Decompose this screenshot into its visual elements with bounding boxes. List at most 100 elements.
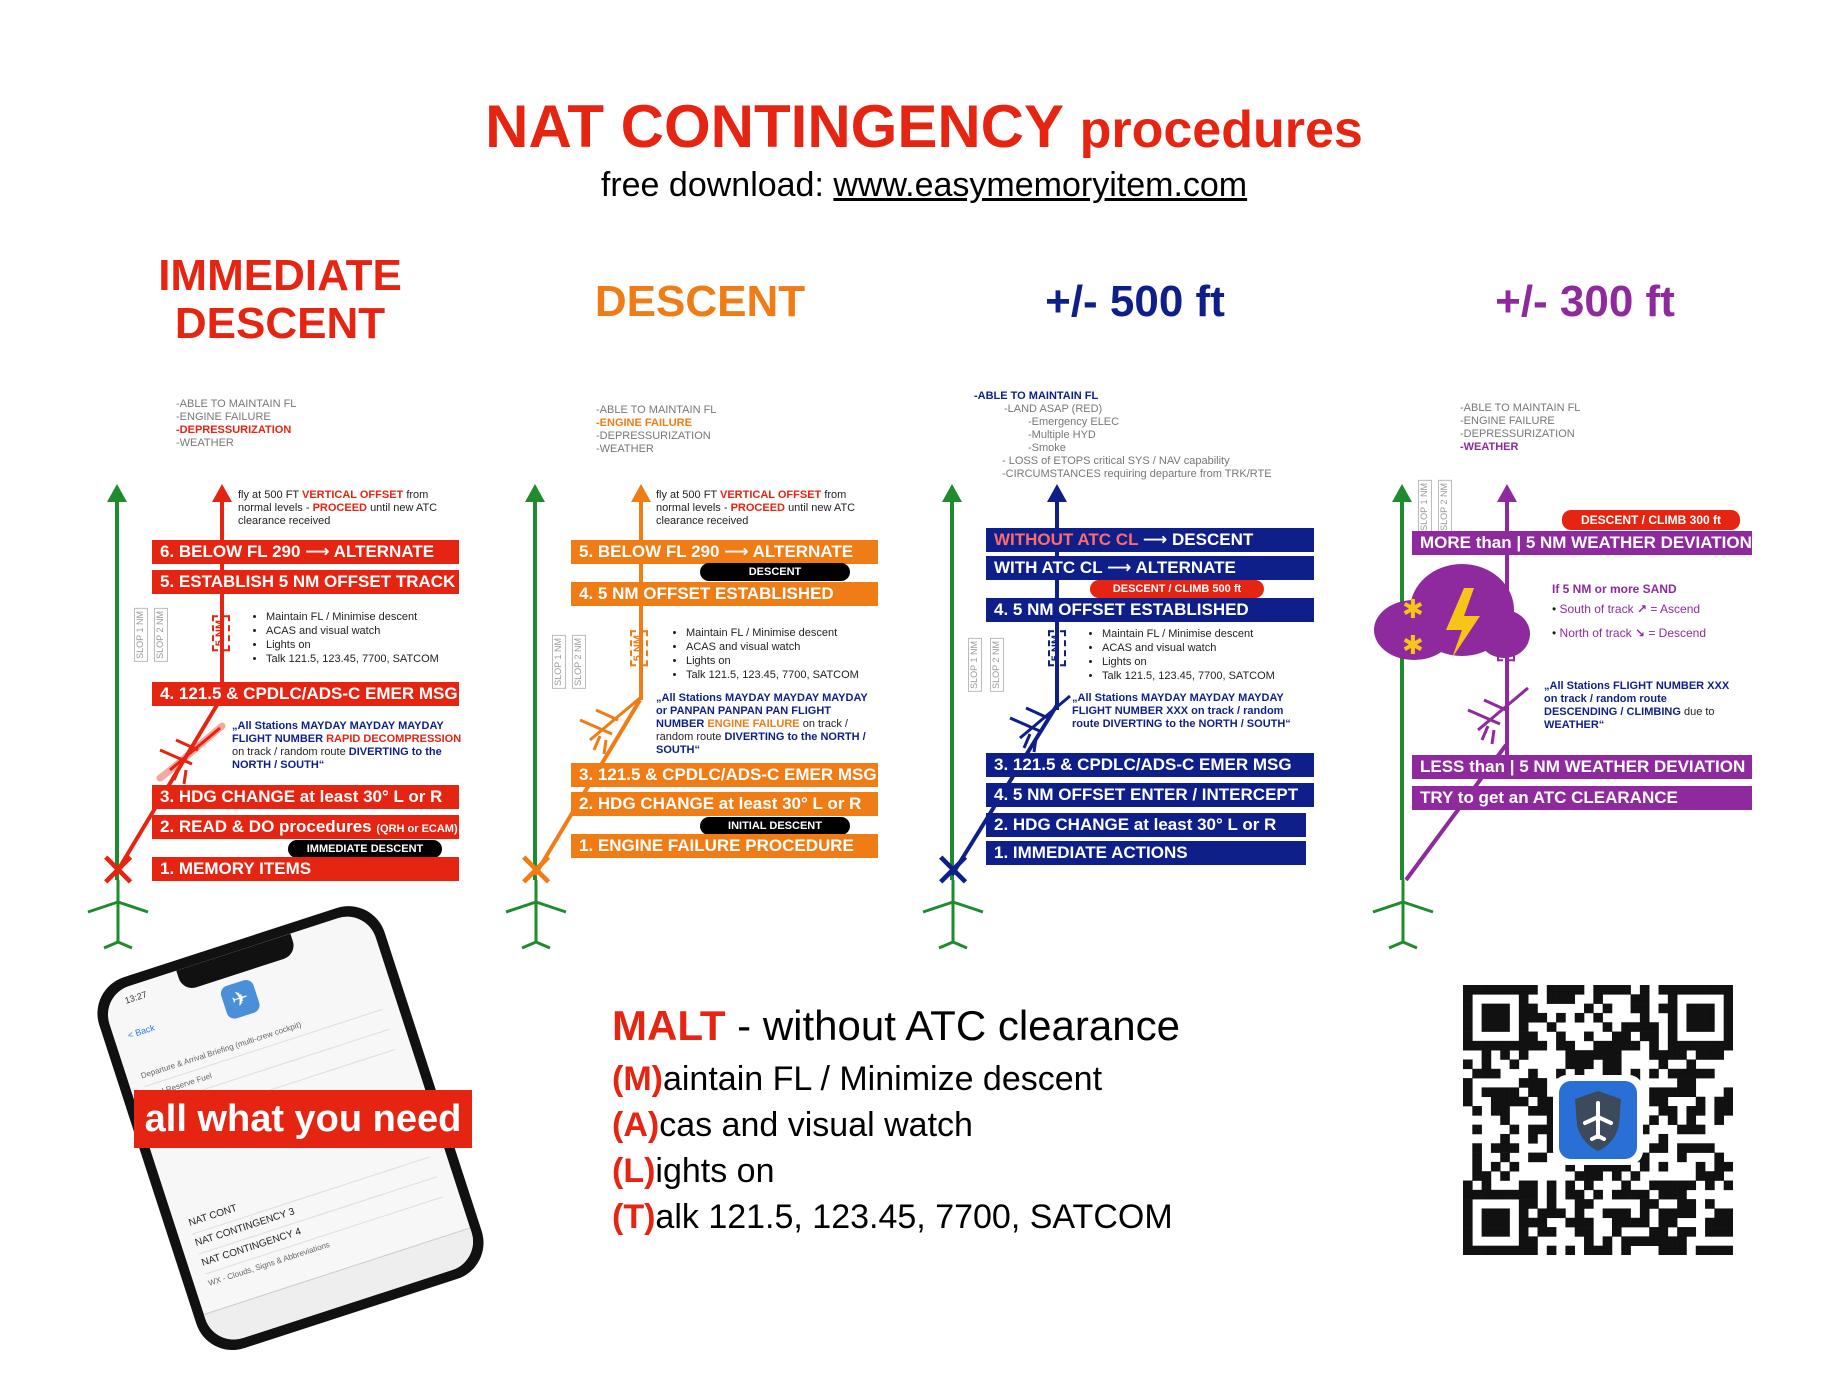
qr-module <box>1500 1143 1510 1153</box>
title-main: NAT CONTINGENCY <box>485 93 1063 160</box>
qr-module <box>1602 1068 1613 1079</box>
qr-module <box>1649 1143 1659 1153</box>
qr-module <box>1463 994 1473 1004</box>
qr-module <box>1723 1161 1734 1172</box>
subtitle: free download: www.easymemoryitem.com <box>0 166 1848 205</box>
qr-module <box>1537 1217 1548 1228</box>
qr-module <box>1667 1040 1678 1051</box>
download-link[interactable]: www.easymemoryitem.com <box>833 166 1248 204</box>
qr-module <box>1584 1199 1594 1209</box>
qr-module <box>1490 985 1501 995</box>
qr-module <box>1686 1199 1697 1209</box>
qr-module <box>1602 1208 1613 1219</box>
sand-title: If 5 NM or more SAND <box>1552 582 1677 596</box>
qr-module <box>1481 1217 1492 1228</box>
reason-item: - LOSS of ETOPS critical SYS / NAV capab… <box>1002 455 1230 467</box>
qr-module <box>1611 1217 1622 1228</box>
qr-module <box>1649 1236 1659 1246</box>
qr-module <box>1639 1124 1650 1135</box>
step-bar: WITHOUT ATC CL ⟶ DESCENT <box>986 528 1314 552</box>
qr-module <box>1490 1012 1501 1023</box>
qr-module <box>1621 1236 1631 1246</box>
qr-module <box>1518 1189 1529 1200</box>
qr-module <box>1686 1143 1697 1153</box>
note-text: DIVERTING <box>348 746 409 758</box>
airplane-outline-icon <box>505 880 567 950</box>
qr-module <box>1500 985 1510 995</box>
qr-module <box>1584 1161 1594 1172</box>
step-bar: 4. 121.5 & CPDLC/ADS-C EMER MSG <box>152 682 459 706</box>
qr-code[interactable] <box>1463 985 1734 1256</box>
qr-module <box>1714 1106 1724 1116</box>
airplane-icon <box>156 722 226 785</box>
qr-module <box>1509 1096 1520 1107</box>
panel1-reasons: -ABLE TO MAINTAIN FL -ENGINE FAILURE -DE… <box>176 398 296 450</box>
qr-module <box>1658 985 1669 995</box>
qr-module <box>1528 1199 1538 1209</box>
qr-module <box>1723 1106 1734 1116</box>
step-bar: 2. READ & DO procedures (QRH or ECAM) <box>152 815 459 839</box>
qr-module <box>1621 1245 1631 1256</box>
qr-module <box>1490 1003 1501 1014</box>
qr-module <box>1574 1199 1585 1209</box>
malt-text: aintain FL / Minimize descent <box>662 1060 1103 1098</box>
qr-module <box>1500 1022 1510 1032</box>
qr-module <box>1714 1040 1724 1051</box>
qr-module <box>1518 985 1529 995</box>
qr-module <box>1500 1208 1510 1219</box>
step-bar: 4. 5 NM OFFSET ESTABLISHED <box>571 582 878 606</box>
qr-module <box>1621 1040 1631 1051</box>
svg-text:✱: ✱ <box>1402 595 1424 625</box>
qr-module <box>1695 1124 1706 1135</box>
qr-module <box>1705 1050 1715 1060</box>
track-arrow-icon <box>525 484 545 502</box>
qr-module <box>1546 994 1557 1004</box>
slop1-label: SLOP 1 NM <box>1418 480 1432 534</box>
qr-module <box>1639 1208 1650 1219</box>
malt-key: (T) <box>612 1198 656 1236</box>
malt-item: ACAS and visual watch <box>1102 641 1275 655</box>
note-text: fly at 500 FT <box>238 489 299 501</box>
panel3-title: +/- 500 ft <box>1045 277 1225 326</box>
qr-module <box>1518 1217 1529 1228</box>
qr-module <box>1481 1245 1492 1256</box>
qr-module <box>1574 1068 1585 1079</box>
qr-module <box>1621 1180 1631 1191</box>
qr-module <box>1602 1022 1613 1032</box>
sand-south: South of track <box>1559 602 1634 616</box>
qr-module <box>1667 1217 1678 1228</box>
step-bar: 4. 5 NM OFFSET ENTER / INTERCEPT <box>986 783 1314 807</box>
qr-module <box>1565 1059 1576 1070</box>
qr-module <box>1649 1227 1659 1237</box>
qr-module <box>1528 1078 1538 1088</box>
qr-module <box>1695 1245 1706 1256</box>
qr-module <box>1677 1078 1687 1088</box>
malt-item: Lights on <box>686 654 859 668</box>
airplane-icon <box>1009 694 1071 753</box>
qr-module <box>1518 1031 1529 1042</box>
qr-module <box>1695 1096 1706 1107</box>
malt-line: (A)cas and visual watch <box>612 1106 973 1145</box>
phone-back-button[interactable]: < Back <box>126 1022 156 1041</box>
qr-module <box>1611 1171 1622 1181</box>
slop2-label: SLOP 2 NM <box>990 638 1004 692</box>
step-bar: 1. IMMEDIATE ACTIONS <box>986 841 1306 865</box>
qr-module <box>1472 1106 1482 1116</box>
qr-module <box>1472 1124 1482 1135</box>
qr-module <box>1584 1245 1594 1256</box>
qr-module <box>1528 1012 1538 1023</box>
qr-module <box>1584 1059 1594 1070</box>
note-text: „All Stations MAYDAY MAYDAY MAYDAY FLIGH… <box>232 720 444 745</box>
qr-module <box>1500 1189 1510 1200</box>
offset-5nm-label: 5 NM <box>212 615 230 652</box>
qr-module <box>1630 1068 1641 1079</box>
track-arrow-icon <box>942 484 962 502</box>
qr-module <box>1667 1236 1678 1246</box>
offset-5nm-label: 5 NM <box>1497 625 1515 662</box>
note-text: due to <box>1683 706 1715 718</box>
malt-item: ACAS and visual watch <box>266 624 439 638</box>
note-text: to the NORTH / SOUTH“ <box>232 746 442 771</box>
qr-module <box>1481 1171 1492 1181</box>
note-text: VERTICAL OFFSET <box>302 489 404 501</box>
qr-module <box>1705 1003 1715 1014</box>
